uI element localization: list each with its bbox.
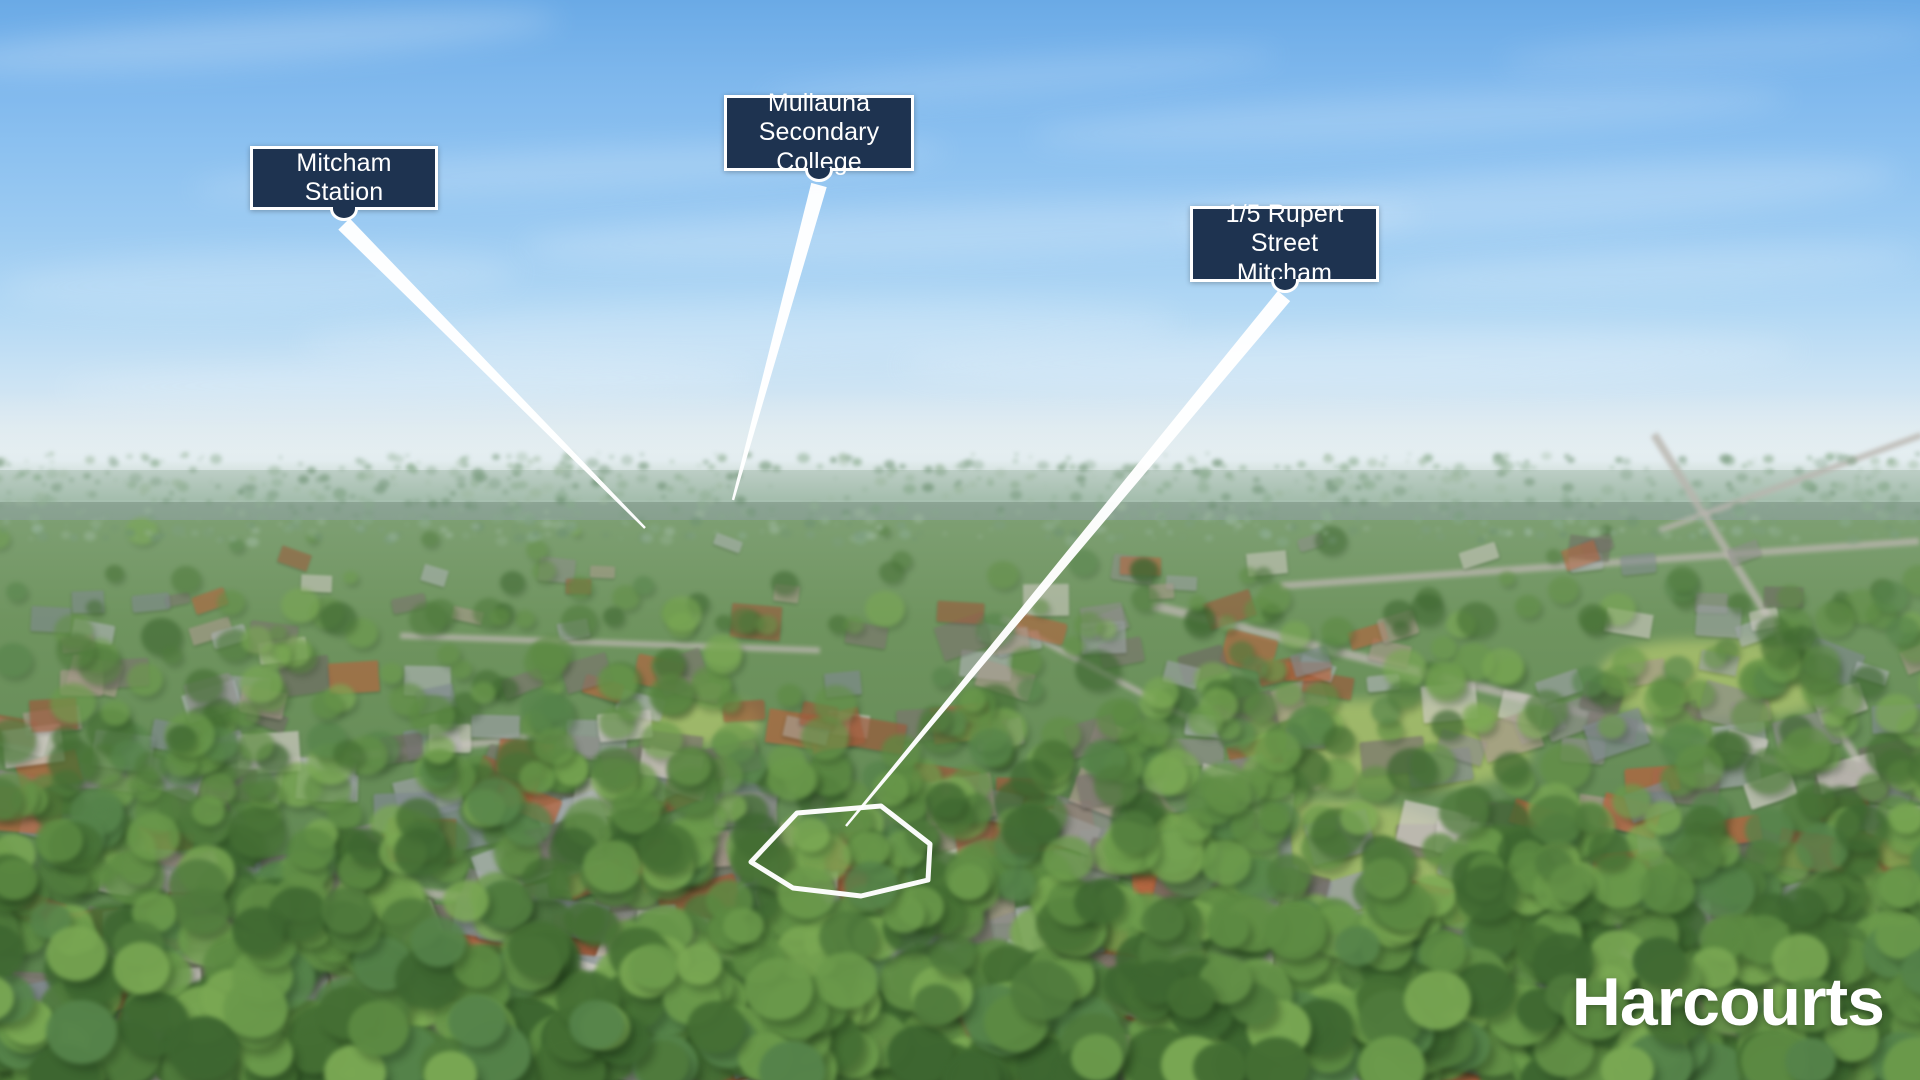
cloud-wisp xyxy=(1379,235,1920,305)
cloud-wisp xyxy=(0,0,561,86)
callout-label-text: 1/5 Rupert Street Mitcham xyxy=(1225,199,1344,287)
cloud-wisp xyxy=(0,240,521,320)
harcourts-watermark: Harcourts xyxy=(1571,964,1885,1040)
callout-notch-icon xyxy=(805,168,833,182)
cloud-wisp xyxy=(899,322,1801,394)
callout-mullauna-secondary-college[interactable]: Mullauna Secondary College xyxy=(724,89,914,182)
callout-mitcham-station[interactable]: Mitcham Station xyxy=(250,146,438,221)
cloud-wisp xyxy=(1499,14,1920,82)
callout-label-text: Mitcham Station xyxy=(296,148,392,207)
cloud-wisp xyxy=(1029,75,1791,159)
callout-rupert-street-mitcham[interactable]: 1/5 Rupert Street Mitcham xyxy=(1190,200,1379,293)
callout-label-text: Mullauna Secondary College xyxy=(758,88,880,176)
cloud-wisp xyxy=(299,288,1181,376)
